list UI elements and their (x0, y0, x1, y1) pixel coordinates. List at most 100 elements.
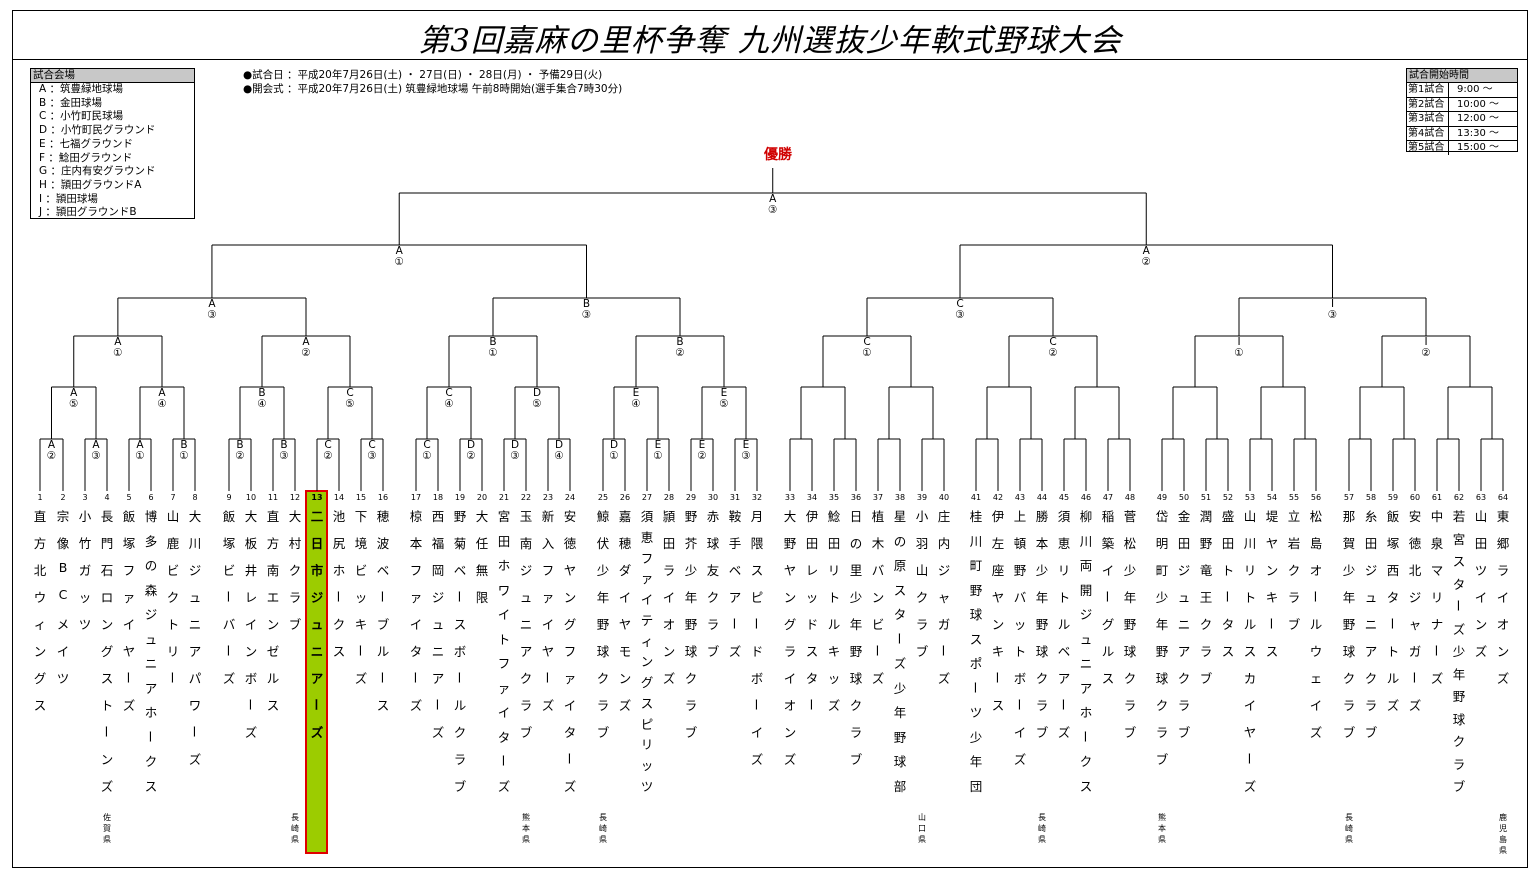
team-name-char: 築 (1101, 536, 1115, 551)
match-venue: A (136, 439, 144, 451)
team-name-char: ダ (618, 563, 632, 578)
team-name-char: 年 (1342, 590, 1356, 605)
team-number: 21 (498, 493, 510, 502)
match-number: ④ (157, 398, 167, 410)
team-name-char: 年 (596, 590, 610, 605)
team-name-char: テ (640, 612, 654, 628)
match-number: ③ (1327, 309, 1338, 321)
team-name-char: ス (1243, 644, 1257, 659)
team-name-char: ク (1177, 671, 1191, 686)
team-name: 穂波ベーブルース (372, 506, 394, 794)
team-name-char: ブ (915, 644, 929, 659)
team-name-char: 森 (144, 582, 158, 598)
team-name-char: ジ (431, 590, 445, 605)
prefecture-char: 長 (1345, 813, 1353, 822)
team-name-char: ニ (1364, 617, 1378, 632)
venue-item: H ：頴田グラウンドA (39, 178, 142, 191)
prefecture-char: 崎 (599, 824, 607, 833)
team-name-char: ツ (1474, 563, 1488, 578)
team-name: 嘉穂ダイヤモンズ (614, 506, 636, 794)
team-name-char: ト (1243, 590, 1257, 605)
team-name-char: 伏 (596, 536, 610, 551)
team-name-char: ズ (310, 725, 324, 740)
team-name-char: ブ (519, 725, 533, 740)
team-name-char: ズ (354, 671, 368, 686)
team-name: 山鹿ビクトリー (162, 506, 184, 794)
team-name-char: リ (1243, 563, 1257, 578)
team-name-char: ア (1364, 644, 1378, 659)
team-name-char: 野 (596, 617, 610, 632)
team-name: 庄内ジャガーズ (933, 506, 955, 794)
prefecture-char: 県 (1345, 835, 1353, 844)
team-name-char: ビ (871, 617, 885, 632)
team-name-char: ニ (1079, 656, 1093, 672)
match-venue: C (423, 439, 431, 451)
team-name-char: 球 (684, 644, 698, 659)
team-name-char: 尻 (332, 536, 346, 551)
match-venue: A (769, 193, 777, 205)
team-name-char: フ (563, 644, 577, 659)
team-name: 直方北ウィングス (29, 506, 51, 794)
team-name-char: 塚 (1386, 536, 1400, 551)
team-name-char: 徳 (1408, 536, 1422, 551)
team-name-char: ェ (1309, 671, 1323, 686)
team-name-char: ル (453, 698, 467, 713)
team-name-char: ス (100, 671, 114, 686)
team-name-char: イ (1474, 590, 1488, 605)
team-name-char: 川 (188, 536, 202, 551)
match-venue: A (302, 336, 310, 348)
team-name-char: イ (409, 617, 423, 632)
team-name-char: ス (376, 698, 390, 713)
match-venue: C (956, 298, 964, 310)
match-number: ③ (741, 450, 751, 462)
team-name-char: 多 (144, 533, 158, 549)
team-name-char: 年 (969, 754, 983, 770)
team-name-char: ア (144, 680, 158, 696)
team-name-char: ロ (100, 590, 114, 605)
team-name-char: 西 (1386, 563, 1400, 578)
team-name-char: ブ (1035, 725, 1049, 740)
team-name-char: ブ (1177, 725, 1191, 740)
team-name-char: ボ (1013, 671, 1027, 686)
team-name-char: 岩 (1287, 536, 1301, 551)
match-number: ③ (207, 309, 217, 321)
team-number: 12 (289, 493, 301, 502)
team-name-char: ズ (783, 752, 797, 767)
team-name-char: 野 (1452, 689, 1466, 704)
team-name-char: ラ (706, 617, 720, 632)
team-name-char: 門 (100, 536, 114, 551)
title-box: 第3回嘉麻の里杯争奪 九州選抜少年軟式野球大会 (12, 10, 1528, 60)
match-number: ② (1048, 347, 1058, 359)
match-time: 12:00 〜 (1457, 113, 1499, 125)
prefecture-char: 県 (1499, 846, 1507, 855)
prefecture-char: 熊 (522, 813, 530, 822)
team-name-char: ン (100, 752, 114, 767)
team-name-char: フ (541, 563, 555, 578)
team-name-char: 大 (288, 509, 302, 524)
team-prefecture: 熊本県 (1155, 812, 1169, 845)
prefecture-char: 長 (1038, 813, 1046, 822)
team-name-char: 松 (1309, 509, 1323, 524)
team-name-char: 市 (310, 563, 324, 578)
team-name-char: ズ (497, 779, 511, 794)
match-number: ③ (279, 450, 289, 462)
team-name-char: ズ (1430, 671, 1444, 686)
team-name-char: ジ (310, 590, 324, 605)
team-prefecture: 長崎県 (596, 812, 610, 845)
team-number: 24 (564, 493, 576, 502)
team-name-char: イ (1243, 698, 1257, 713)
team-name-char: ブ (706, 644, 720, 659)
team-name: 岱明町少年野球クラブ (1151, 506, 1173, 794)
team-name-char: 大 (475, 509, 489, 524)
team-number: 64 (1497, 493, 1509, 502)
team-name: 若宮スターズ少年野球クラブ (1448, 506, 1470, 794)
team-name-char: ニ (519, 617, 533, 632)
team-name-char: ン (1474, 617, 1488, 632)
team-name-char: 井 (244, 563, 258, 578)
team-name-char: リ (827, 563, 841, 578)
team-name-char: 座 (991, 563, 1005, 578)
